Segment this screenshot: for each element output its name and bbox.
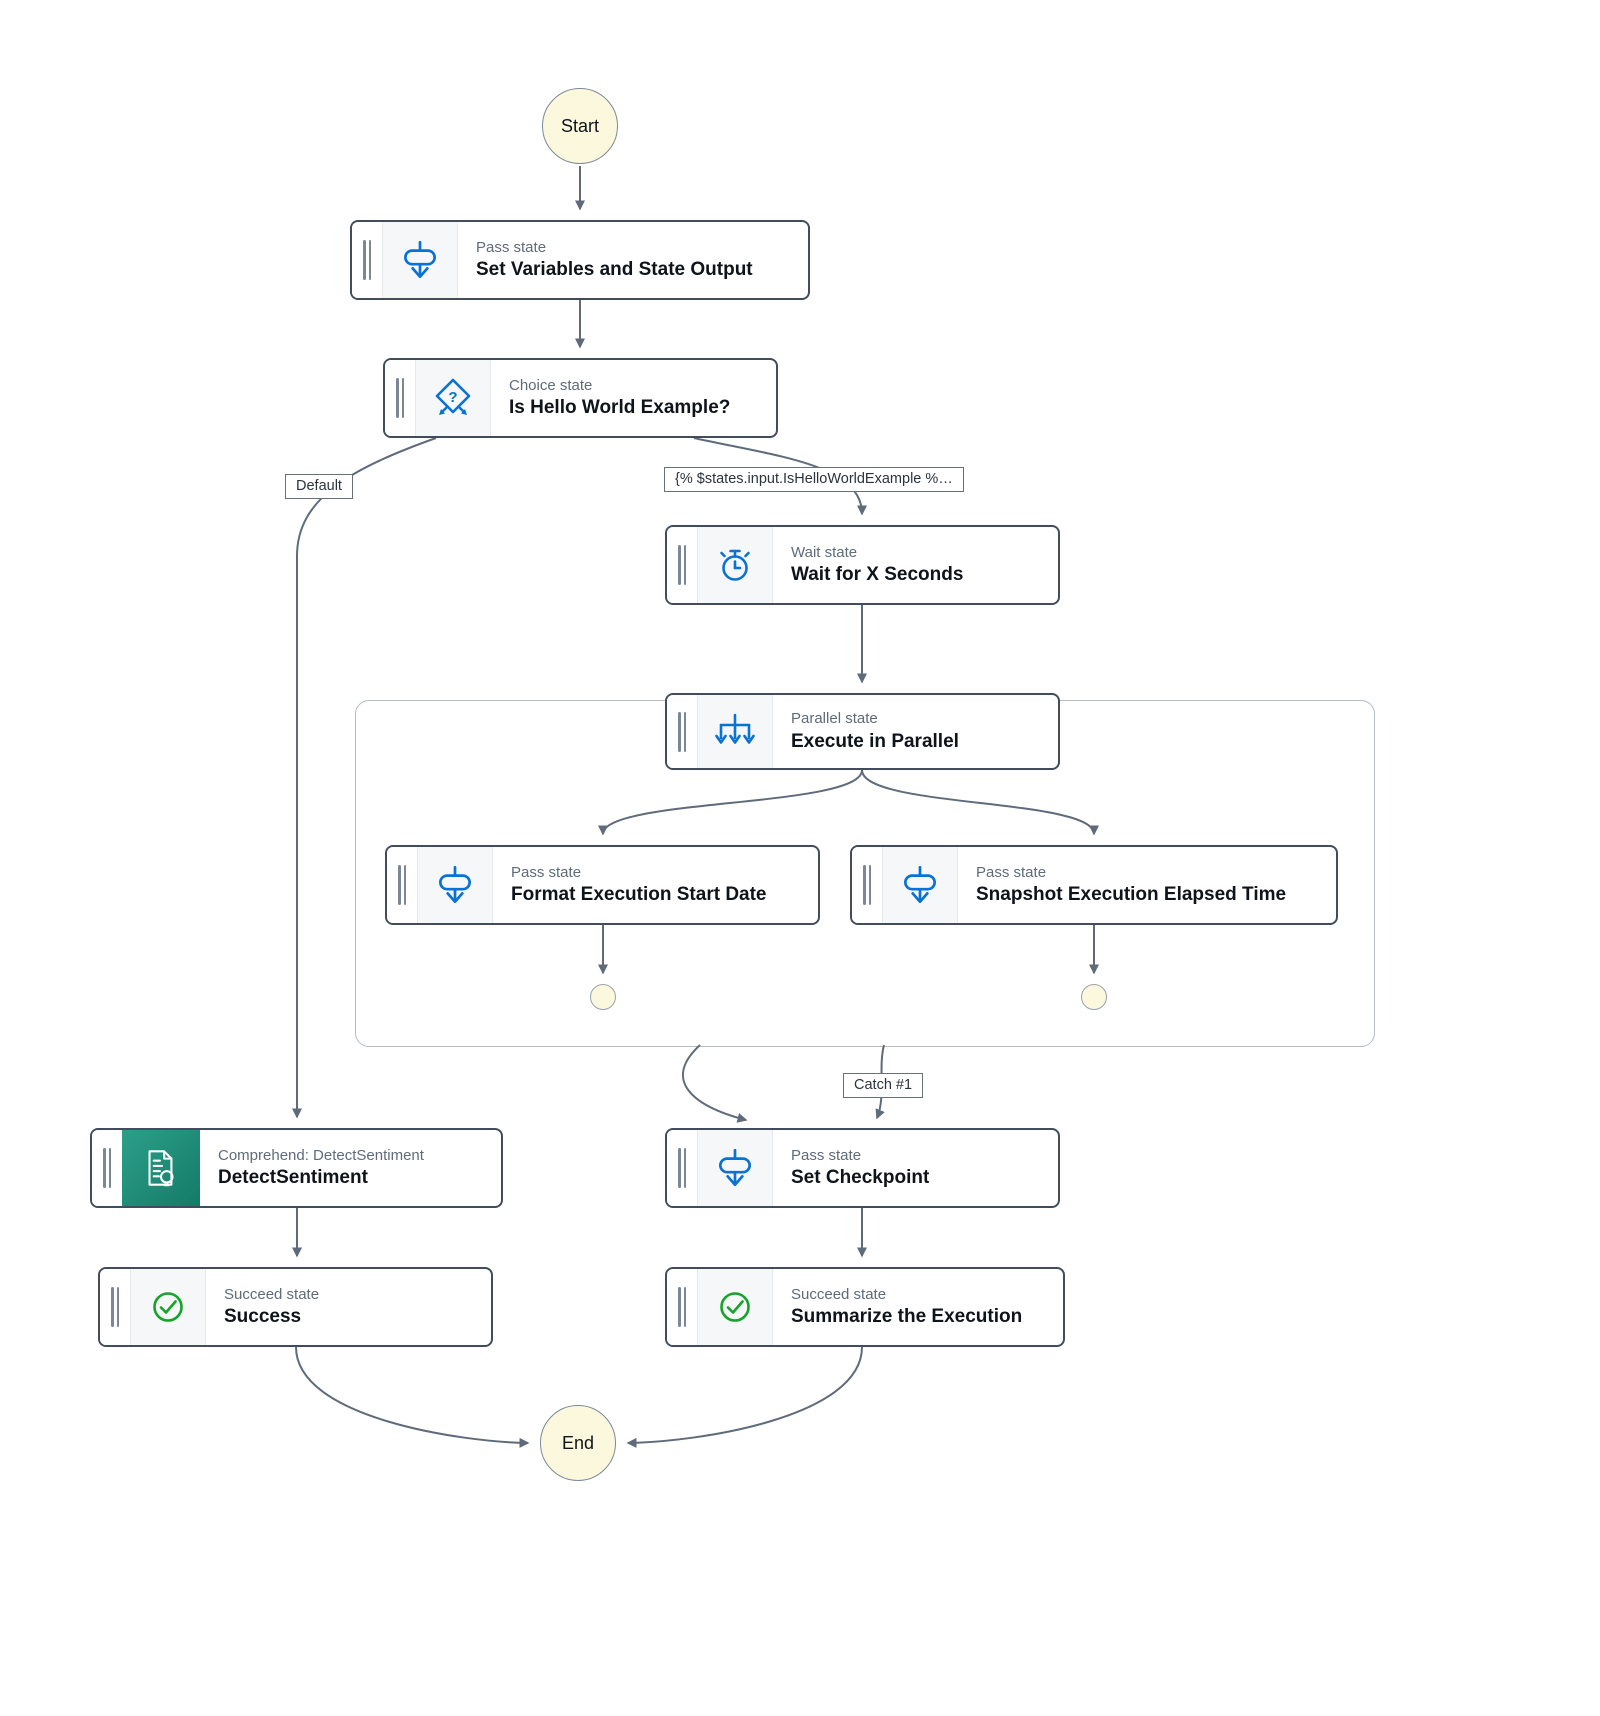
parallel-icon (697, 695, 773, 768)
end-label: End (561, 1432, 595, 1453)
state-node-parallel[interactable]: Parallel state Execute in Parallel (665, 693, 1060, 770)
edge-parallel-to-snapshot (861, 769, 1099, 836)
drag-handle[interactable] (100, 1269, 130, 1345)
state-title: Success (224, 1306, 302, 1328)
state-node-choice[interactable]: ? Choice state Is Hello World Example? (383, 358, 778, 438)
edge-parallel-to-checkpoint (681, 1044, 748, 1123)
svg-text:?: ? (448, 389, 457, 406)
state-node-detect-sentiment[interactable]: Comprehend: DetectSentiment DetectSentim… (90, 1128, 503, 1208)
state-type-label: Wait state (791, 543, 858, 561)
start-label: Start (560, 115, 599, 136)
state-title: Set Checkpoint (791, 1167, 930, 1189)
start-terminal: Start (542, 88, 618, 164)
state-type-label: Comprehend: DetectSentiment (218, 1146, 424, 1164)
state-type-label: Succeed state (224, 1285, 320, 1303)
choice-icon: ? (415, 360, 491, 436)
state-title: Set Variables and State Output (476, 259, 753, 281)
comprehend-icon (122, 1130, 200, 1206)
drag-handle[interactable] (385, 360, 415, 436)
edge-choice-default-to-detectsentiment (292, 437, 437, 1119)
end-terminal: End (540, 1405, 616, 1481)
edge-parallel-to-formatdate (598, 769, 863, 836)
drag-handle[interactable] (667, 1269, 697, 1345)
state-node-set-variables[interactable]: Pass state Set Variables and State Outpu… (350, 220, 810, 300)
state-node-summarize[interactable]: Succeed state Summarize the Execution (665, 1267, 1065, 1347)
edge-label-condition: {% $states.input.IsHelloWorldExample %… (664, 467, 964, 493)
pass-icon (382, 222, 458, 298)
state-title: Is Hello World Example? (509, 397, 731, 419)
branch-terminal-right (1081, 984, 1107, 1010)
state-title: Execute in Parallel (791, 730, 959, 752)
state-node-wait[interactable]: Wait state Wait for X Seconds (665, 525, 1060, 605)
drag-handle[interactable] (667, 695, 697, 768)
state-title: Summarize the Execution (791, 1306, 1023, 1328)
drag-handle[interactable] (667, 527, 697, 603)
branch-terminal-left (590, 984, 616, 1010)
edge-success-to-end (295, 1346, 530, 1448)
state-type-label: Choice state (509, 376, 593, 394)
state-type-label: Pass state (791, 1146, 862, 1164)
edge-label-catch: Catch #1 (843, 1073, 924, 1099)
succeed-icon (130, 1269, 206, 1345)
state-type-label: Pass state (511, 863, 582, 881)
state-title: DetectSentiment (218, 1167, 368, 1189)
state-node-snapshot-time[interactable]: Pass state Snapshot Execution Elapsed Ti… (850, 845, 1338, 925)
drag-handle[interactable] (352, 222, 382, 298)
drag-handle[interactable] (387, 847, 417, 923)
pass-icon (697, 1130, 773, 1206)
state-node-success[interactable]: Succeed state Success (98, 1267, 493, 1347)
state-title: Snapshot Execution Elapsed Time (976, 884, 1287, 906)
pass-icon (882, 847, 958, 923)
edge-label-default: Default (285, 474, 353, 500)
pass-icon (417, 847, 493, 923)
state-type-label: Succeed state (791, 1285, 887, 1303)
state-title: Wait for X Seconds (791, 564, 964, 586)
drag-handle[interactable] (92, 1130, 122, 1206)
state-type-label: Pass state (476, 238, 547, 256)
state-title: Format Execution Start Date (511, 884, 767, 906)
edge-summarize-to-end (626, 1346, 863, 1448)
drag-handle[interactable] (667, 1130, 697, 1206)
drag-handle[interactable] (852, 847, 882, 923)
succeed-icon (697, 1269, 773, 1345)
state-node-set-checkpoint[interactable]: Pass state Set Checkpoint (665, 1128, 1060, 1208)
state-type-label: Parallel state (791, 710, 878, 728)
edge-choice-condition-to-wait (693, 437, 867, 516)
state-type-label: Pass state (976, 863, 1047, 881)
state-node-format-date[interactable]: Pass state Format Execution Start Date (385, 845, 820, 925)
wait-icon (697, 527, 773, 603)
